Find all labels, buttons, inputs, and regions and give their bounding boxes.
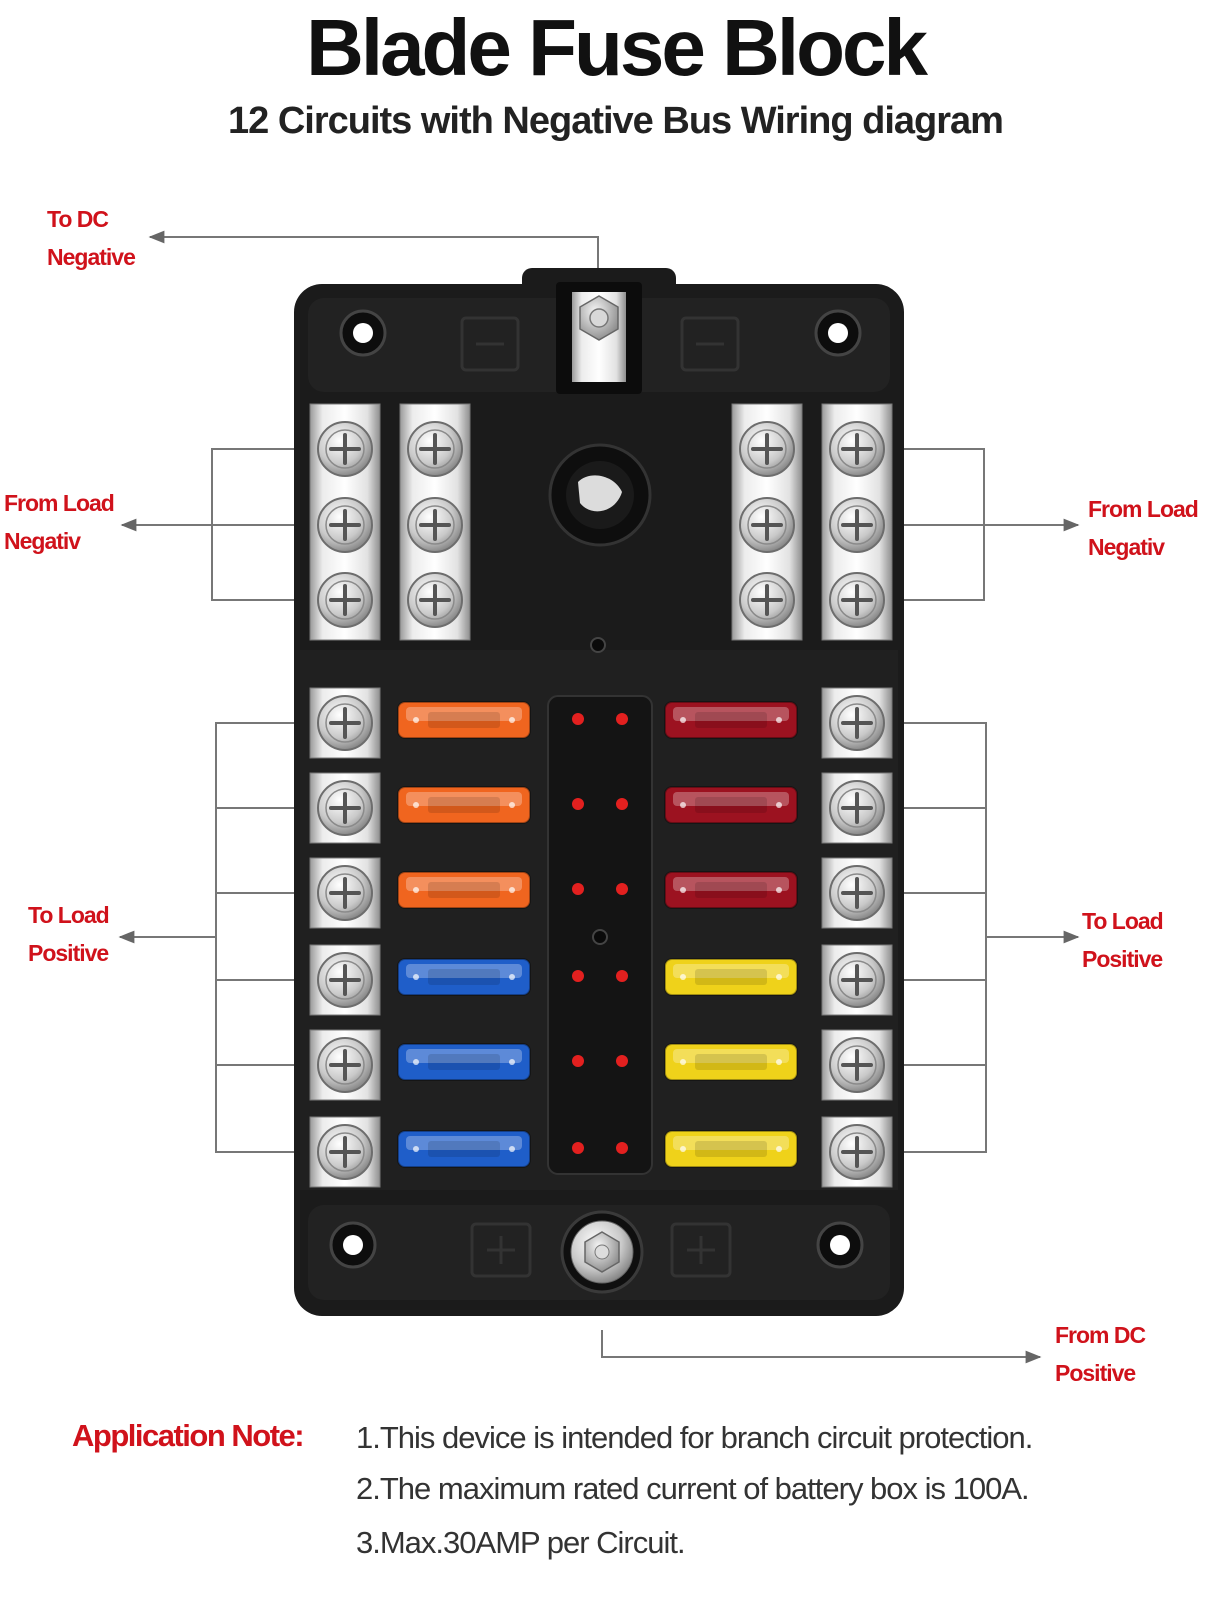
negative-stud-icon bbox=[556, 282, 642, 394]
terminal-screw-icon bbox=[317, 695, 373, 751]
led-icon bbox=[616, 883, 628, 895]
led-icon bbox=[572, 1142, 584, 1154]
page-title: Blade Fuse Block bbox=[306, 3, 928, 92]
blade-fuse-orange bbox=[397, 786, 531, 824]
led-icon bbox=[572, 883, 584, 895]
led-icon bbox=[572, 713, 584, 725]
page-subtitle: 12 Circuits with Negative Bus Wiring dia… bbox=[228, 100, 1004, 142]
terminal-screw-icon bbox=[829, 695, 885, 751]
terminal-screw-icon bbox=[829, 1037, 885, 1093]
callout-to-dc-negative: To DC Negative bbox=[47, 206, 136, 270]
terminal-screw-icon bbox=[317, 865, 373, 921]
blade-fuse-yellow bbox=[664, 1043, 798, 1081]
positive-stud-icon bbox=[560, 1210, 644, 1294]
terminal-screw-icon bbox=[829, 1124, 885, 1180]
fuse-block-housing bbox=[294, 268, 904, 1316]
led-icon bbox=[616, 713, 628, 725]
callout-to-load-positive-left: To Load Positive bbox=[28, 902, 110, 966]
application-note-3: 3.Max.30AMP per Circuit. bbox=[356, 1525, 686, 1560]
application-note-2: 2.The maximum rated current of battery b… bbox=[356, 1471, 1030, 1506]
bus-screw-icon bbox=[317, 421, 373, 477]
led-icon bbox=[572, 1055, 584, 1067]
bus-screw-icon bbox=[739, 572, 795, 628]
terminal-screw-icon bbox=[829, 952, 885, 1008]
terminal-screw-icon bbox=[317, 780, 373, 836]
terminal-screw-icon bbox=[829, 780, 885, 836]
center-knob-icon bbox=[548, 443, 652, 945]
bus-screw-icon bbox=[407, 497, 463, 553]
callout-from-load-negative-right: From Load Negativ bbox=[1088, 496, 1199, 560]
terminal-screw-icon bbox=[317, 1124, 373, 1180]
application-note-1: 1.This device is intended for branch cir… bbox=[356, 1420, 1033, 1455]
bus-screw-icon bbox=[317, 572, 373, 628]
bus-screw-icon bbox=[407, 572, 463, 628]
negative-bus-screws bbox=[317, 421, 885, 628]
callout-to-load-positive-right: To Load Positive bbox=[1082, 908, 1164, 972]
blade-fuses bbox=[397, 701, 798, 1168]
blade-fuse-red bbox=[664, 701, 798, 739]
callout-from-dc-positive: From DC Positive bbox=[1055, 1322, 1146, 1386]
bus-screw-icon bbox=[829, 421, 885, 477]
terminal-screw-icon bbox=[829, 865, 885, 921]
indicator-leds bbox=[572, 713, 628, 1154]
blade-fuse-yellow bbox=[664, 1130, 798, 1168]
mounting-holes bbox=[329, 309, 864, 1269]
negative-marks bbox=[460, 316, 740, 372]
terminal-screw-icon bbox=[317, 952, 373, 1008]
blade-fuse-red bbox=[664, 871, 798, 909]
led-icon bbox=[572, 798, 584, 810]
blade-fuse-blue bbox=[397, 1043, 531, 1081]
callout-from-load-negative-left: From Load Negativ bbox=[4, 490, 115, 554]
bus-screw-icon bbox=[317, 497, 373, 553]
blade-fuse-orange bbox=[397, 871, 531, 909]
blade-fuse-red bbox=[664, 786, 798, 824]
blade-fuse-orange bbox=[397, 701, 531, 739]
led-icon bbox=[616, 970, 628, 982]
blade-fuse-blue bbox=[397, 958, 531, 996]
bus-screw-icon bbox=[407, 421, 463, 477]
led-icon bbox=[616, 1055, 628, 1067]
bus-screw-icon bbox=[829, 572, 885, 628]
led-icon bbox=[616, 1142, 628, 1154]
load-terminals bbox=[309, 687, 893, 1188]
application-note-heading: Application Note: bbox=[72, 1418, 305, 1453]
blade-fuse-blue bbox=[397, 1130, 531, 1168]
bus-screw-icon bbox=[739, 421, 795, 477]
led-icon bbox=[616, 798, 628, 810]
led-icon bbox=[572, 970, 584, 982]
terminal-screw-icon bbox=[317, 1037, 373, 1093]
positive-marks bbox=[470, 1222, 732, 1278]
blade-fuse-yellow bbox=[664, 958, 798, 996]
bus-screw-icon bbox=[829, 497, 885, 553]
bus-screw-icon bbox=[739, 497, 795, 553]
